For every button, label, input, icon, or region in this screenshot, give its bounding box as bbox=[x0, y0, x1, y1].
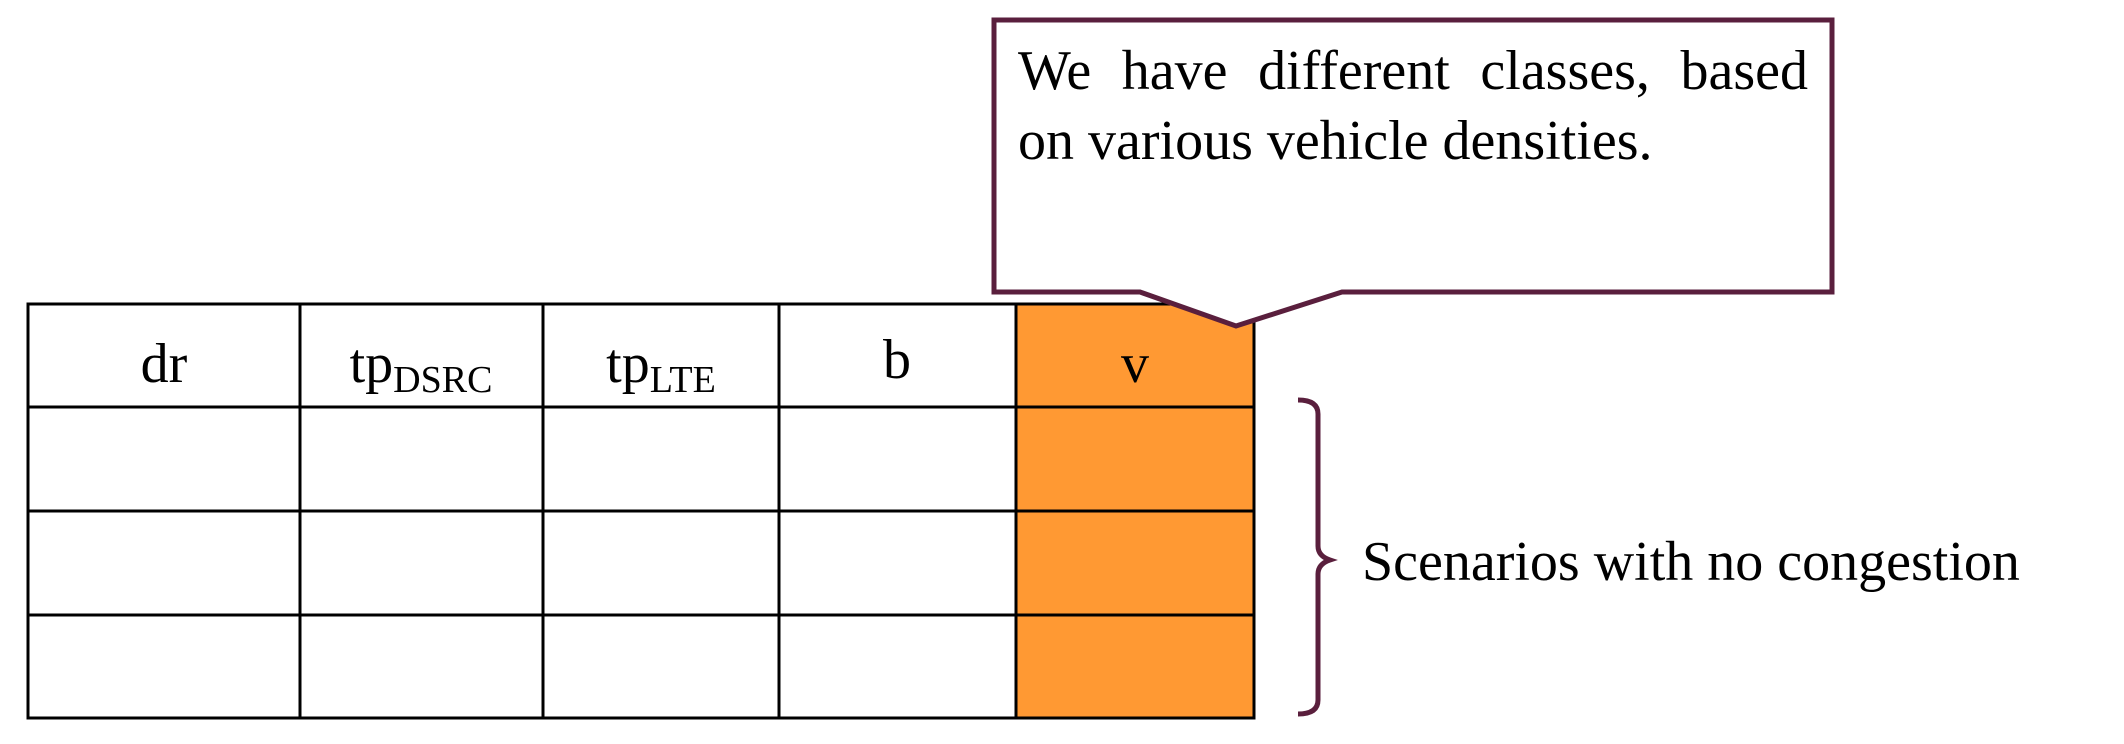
header-cell-dr: dr bbox=[141, 333, 188, 395]
header-cell-tp-dsrc: tpDSRC bbox=[350, 333, 493, 401]
callout-text: We have different classes, based on vari… bbox=[1018, 40, 1808, 172]
header-cell-v: v bbox=[1121, 333, 1149, 395]
table-grid bbox=[26, 302, 1256, 720]
header-cell-tp-lte: tpLTE bbox=[606, 333, 716, 401]
bracket-label: Scenarios with no congestion bbox=[1362, 531, 2020, 593]
header-cell-b: b bbox=[883, 329, 911, 391]
right-curly-bracket bbox=[1297, 397, 1338, 717]
table-header-row: dr tpDSRC tpLTE b v bbox=[141, 329, 1149, 401]
callout-box bbox=[991, 17, 1835, 329]
